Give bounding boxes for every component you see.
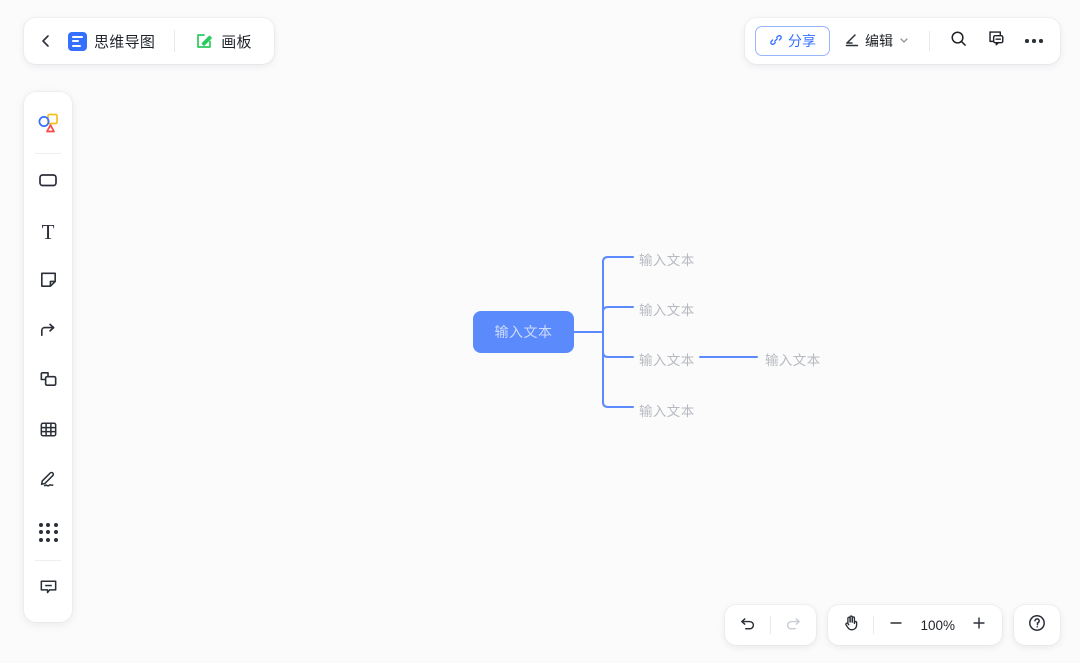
zoom-controls: 100% [828,605,1002,645]
tab-whiteboard-label: 画板 [221,33,252,51]
bottom-toolbar: 100% [725,605,1060,645]
link-icon [769,33,783,50]
share-button-label: 分享 [788,33,816,49]
search-button[interactable] [942,25,974,57]
rail-divider-bottom [35,560,61,561]
shapes-icon [36,111,60,140]
help-button[interactable] [1022,610,1052,640]
undo-icon [739,614,757,637]
rectangle-icon [37,169,59,196]
document-tabbar: 思维导图 画板 [24,18,274,64]
sticky-note-icon [38,269,59,295]
undo-button[interactable] [733,610,763,640]
redo-button[interactable] [778,610,808,640]
zoom-in-button[interactable] [964,610,994,640]
sidebar-item-text[interactable]: T [30,211,66,253]
arrow-connector-icon [38,319,59,345]
zoom-level-value[interactable]: 100% [920,617,955,633]
pen-icon [38,469,59,495]
mindmap-root-node[interactable]: 输入文本 [473,311,574,353]
comment-bubble-icon [38,576,59,602]
sidebar-item-sticky-note[interactable] [30,261,66,303]
more-horizontal-icon [1025,39,1043,43]
tab-whiteboard[interactable]: 画板 [186,26,260,56]
table-grid-icon [38,419,59,445]
mindmap-node-3-1[interactable]: 输入文本 [765,353,821,368]
mindmap-icon [68,31,87,51]
pencil-underline-icon [844,32,860,51]
tool-rail: T [24,92,72,622]
chevron-left-icon [38,33,54,49]
sidebar-item-frame[interactable] [30,361,66,403]
grid-dots-icon [38,522,58,542]
comment-box-icon [987,29,1006,53]
zoom-out-button[interactable] [881,610,911,640]
minus-icon [887,614,905,637]
share-button[interactable]: 分享 [755,26,830,56]
toolbar-divider [929,31,930,51]
top-right-toolbar: 分享 编辑 [745,18,1060,64]
history-controls [725,605,817,645]
mindmap-node-1[interactable]: 输入文本 [639,253,695,268]
sidebar-item-rectangle[interactable] [30,161,66,203]
tab-mindmap-label: 思维导图 [94,33,156,51]
chevron-down-icon [899,35,909,48]
hand-tool-button[interactable] [836,610,866,640]
mindmap-node-4[interactable]: 输入文本 [639,404,695,419]
frame-icon [38,369,59,395]
sidebar-item-table[interactable] [30,411,66,453]
redo-icon [784,614,802,637]
edit-mode-button[interactable]: 编辑 [836,26,917,56]
sidebar-item-pen[interactable] [30,461,66,503]
help-control [1014,605,1060,645]
history-divider [770,616,772,634]
mindmap-node-3[interactable]: 输入文本 [639,353,695,368]
text-icon: T [41,219,55,244]
whiteboard-icon [194,31,214,51]
comment-button[interactable] [980,25,1012,57]
more-options-button[interactable] [1018,25,1050,57]
root-node-text: 输入文本 [494,324,553,340]
tab-divider [174,30,176,52]
help-circle-icon [1027,613,1047,638]
zoom-divider [873,616,875,634]
search-icon [949,29,968,53]
hand-icon [842,613,861,637]
back-button[interactable] [34,28,58,54]
edit-mode-label: 编辑 [865,33,893,49]
sidebar-item-comment[interactable] [30,568,66,610]
sidebar-item-shapes[interactable] [30,104,66,146]
sidebar-item-connector[interactable] [30,311,66,353]
rail-divider-top [35,153,61,154]
mindmap-node-2[interactable]: 输入文本 [639,303,695,318]
tab-mindmap[interactable]: 思维导图 [60,26,163,56]
plus-icon [970,614,988,637]
sidebar-item-more-tools[interactable] [30,511,66,553]
